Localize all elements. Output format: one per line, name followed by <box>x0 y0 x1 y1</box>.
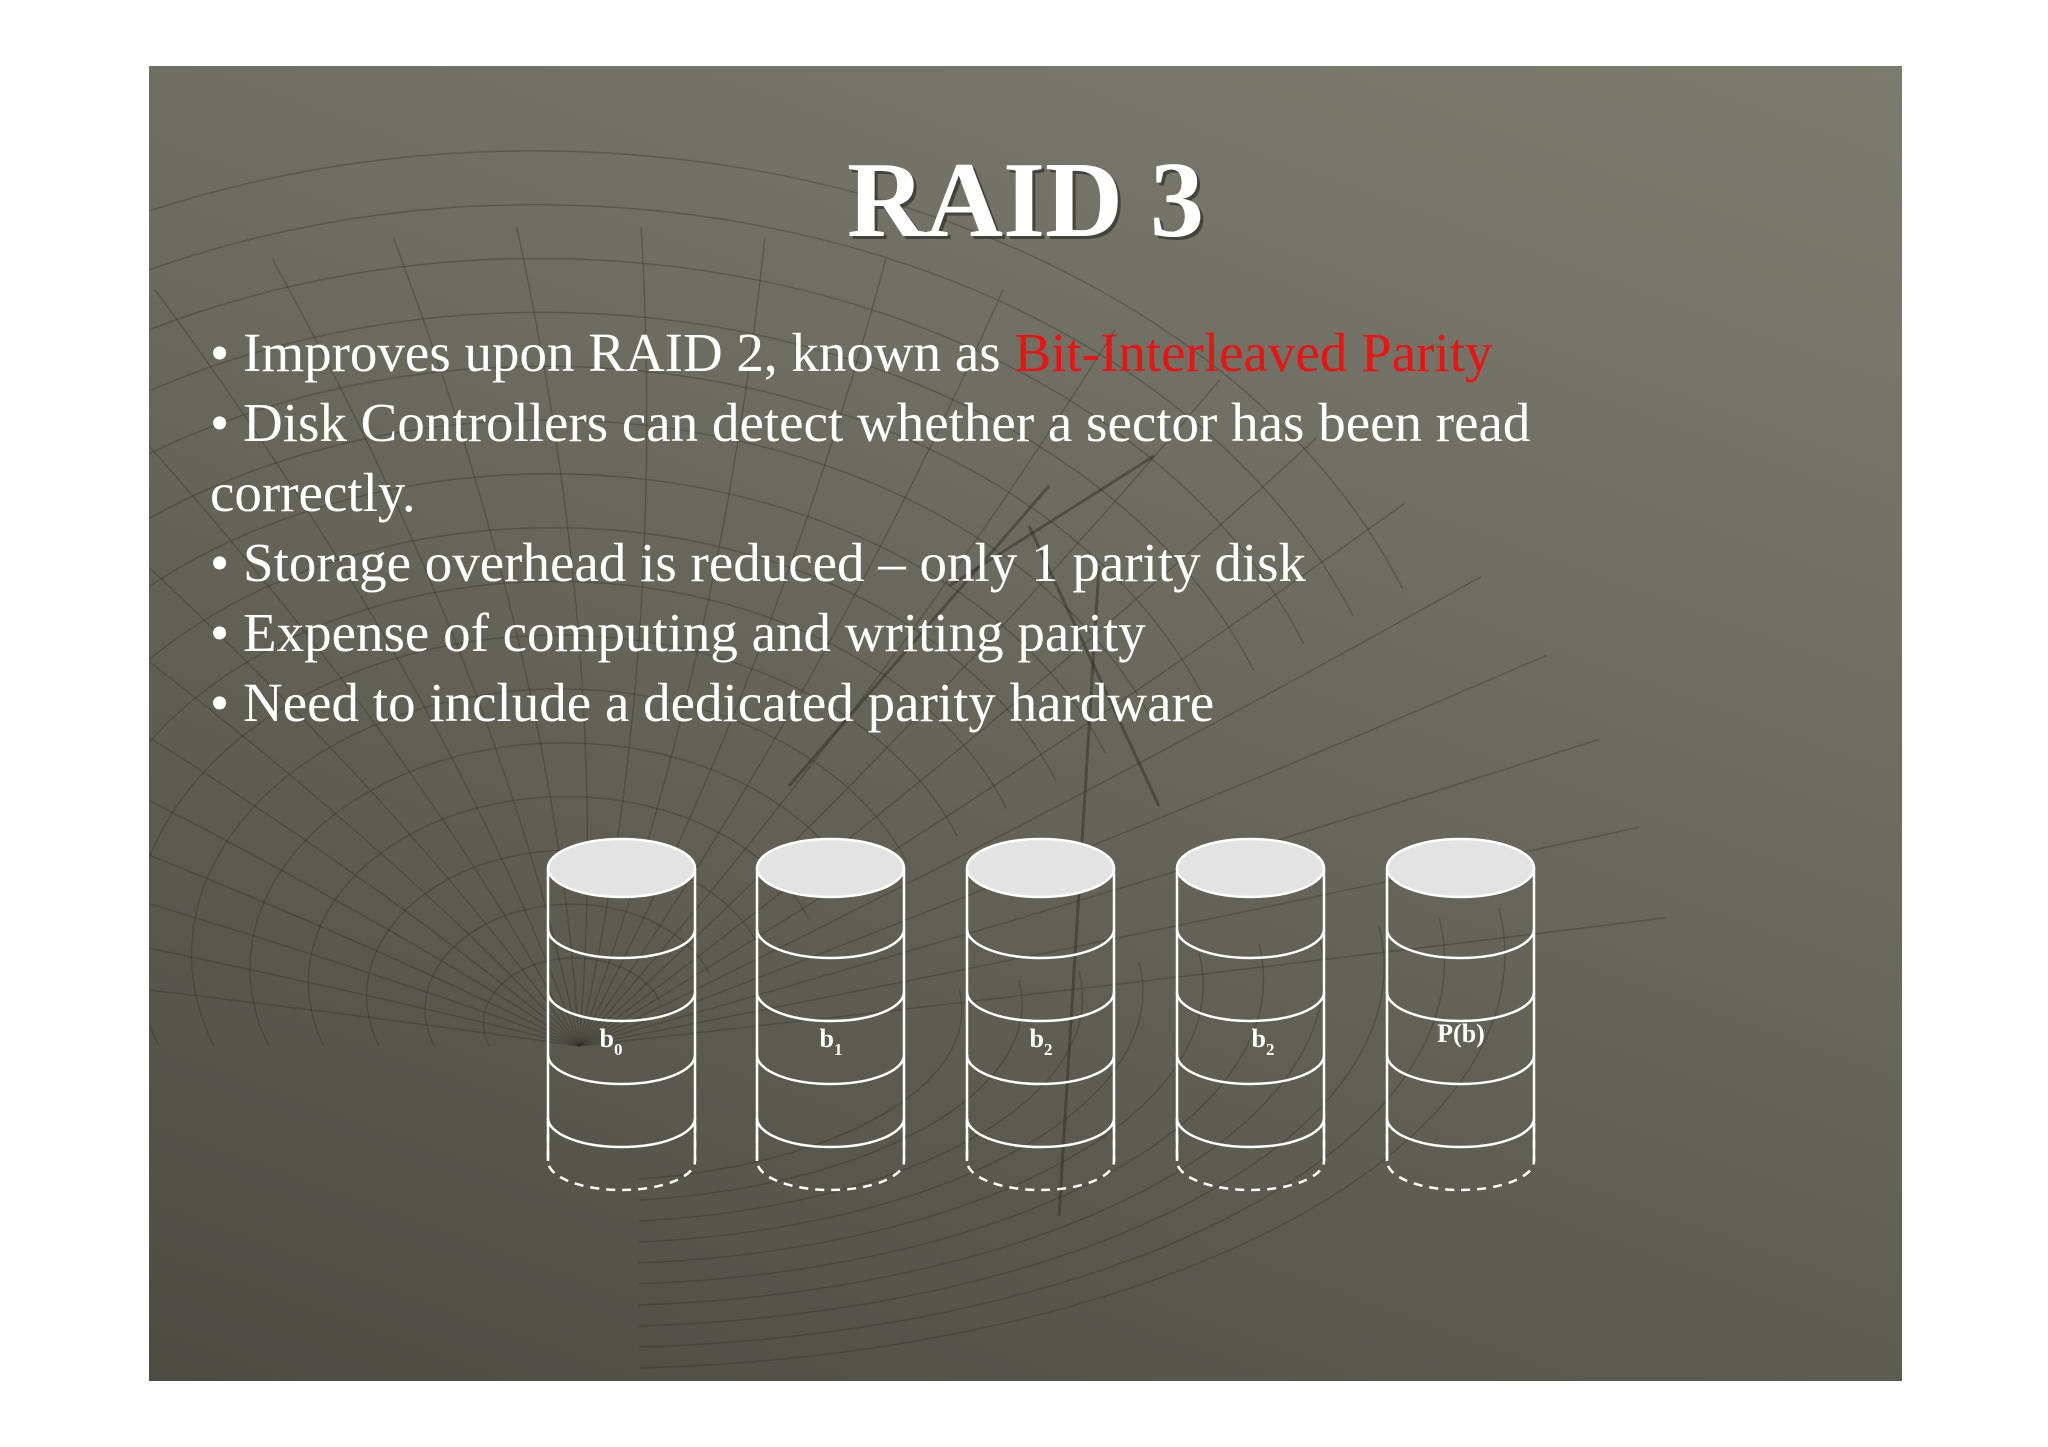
disk-cylinder: P(b) <box>1385 837 1536 1192</box>
bullet-text: • Improves upon RAID 2, known as <box>210 322 1015 383</box>
disk-cylinder: b0 <box>546 837 697 1192</box>
bullet-item: • Disk Controllers can detect whether a … <box>210 392 1531 523</box>
slide-title: RAID 3 <box>846 141 1204 260</box>
disk-cylinder: b2 <box>1175 837 1326 1192</box>
disk-cylinder: b2 <box>965 837 1116 1192</box>
slide: RAID 3 • Improves upon RAID 2, known as … <box>149 66 1902 1381</box>
background-wireframe-art <box>149 150 1666 1369</box>
disk-label: P(b) <box>1437 1019 1485 1048</box>
disk-label: b2 <box>1030 1024 1053 1059</box>
disk-label: b0 <box>600 1024 623 1059</box>
disk-cylinder: b1 <box>755 837 906 1192</box>
disk-label: b1 <box>820 1024 843 1059</box>
disk-label: b2 <box>1252 1024 1275 1059</box>
bullet-item: • Need to include a dedicated parity har… <box>210 672 1215 733</box>
bullet-highlight: Bit-Interleaved Parity <box>1014 322 1493 383</box>
bullet-item: • Improves upon RAID 2, known as Bit-Int… <box>210 318 1830 388</box>
bullet-item: • Storage overhead is reduced – only 1 p… <box>210 532 1307 593</box>
disk-array-diagram: b0 b1 b2 <box>546 837 1536 1192</box>
bullet-item: • Expense of computing and writing parit… <box>210 602 1146 663</box>
bullet-list: • Improves upon RAID 2, known as Bit-Int… <box>210 318 1830 738</box>
